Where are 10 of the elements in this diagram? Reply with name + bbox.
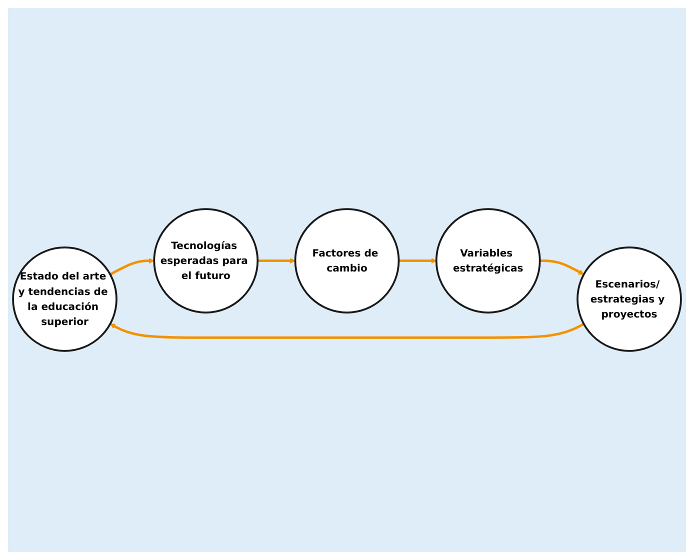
node-circle: Factores de cambio [294,208,400,314]
arrow [110,258,154,276]
node-circle: Estado del arte y tendencias de la educación superior [12,246,118,352]
arrow [540,260,584,275]
arrow [110,322,584,339]
node-circle: Variables estratégicas [435,208,541,314]
arrow [258,258,296,264]
node-circle: Tecnologías esperadas para el futuro [153,208,259,314]
node-circle: Escenarios/ estrategias y proyectos [576,246,682,352]
arrow [398,258,437,264]
